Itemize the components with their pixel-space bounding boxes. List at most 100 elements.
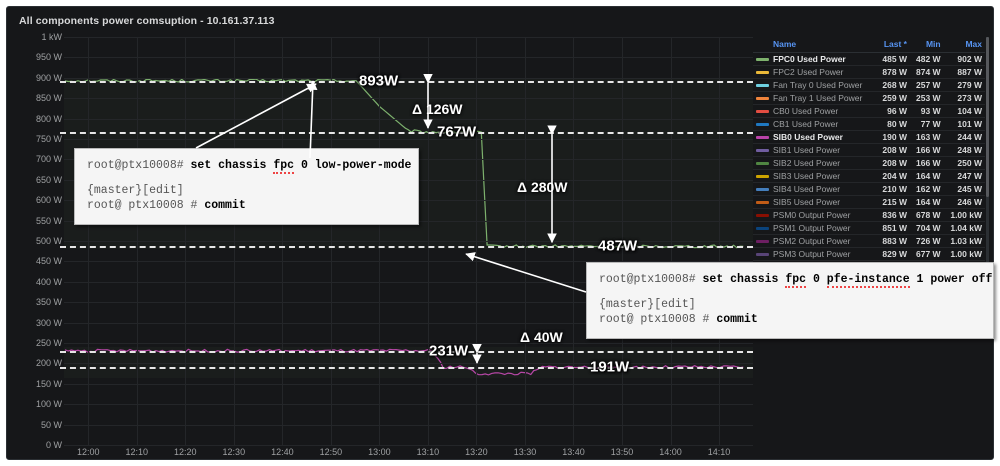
legend-header-min[interactable]: Min <box>910 37 944 53</box>
legend-series-name[interactable]: PSM0 Output Power <box>753 208 877 222</box>
legend-value-max: 248 W <box>943 143 985 157</box>
legend-value-min: 678 W <box>910 208 944 222</box>
panel-title: All components power comsuption - 10.161… <box>19 15 275 27</box>
legend-value-last: 883 W <box>876 234 910 248</box>
x-tick-label: 13:10 <box>416 447 440 457</box>
grid-line-horizontal <box>64 363 753 364</box>
legend-value-min: 166 W <box>910 143 944 157</box>
y-tick-label: 400 W <box>35 276 62 287</box>
legend-series-label: PSM2 Output Power <box>773 236 851 246</box>
legend-value-last: 836 W <box>876 208 910 222</box>
y-tick-label: 850 W <box>35 93 62 104</box>
legend-color-swatch-icon <box>756 136 769 139</box>
legend-header-name[interactable]: Name <box>753 37 877 53</box>
legend-header-max[interactable]: Max <box>943 37 985 53</box>
grid-line-horizontal <box>64 78 753 79</box>
legend-table: Name Last * Min Max FPC0 Used Power 485 W… <box>753 37 985 261</box>
legend-value-min: 93 W <box>910 104 944 118</box>
legend-series-label: FPC2 Used Power <box>773 67 844 77</box>
plot-area[interactable] <box>64 37 753 446</box>
y-tick-label: 650 W <box>35 174 62 185</box>
callout-commit-line: root@ ptx10008 # commit <box>87 199 246 212</box>
y-tick-label: 600 W <box>35 195 62 206</box>
legend-series-label: SIB3 Used Power <box>773 171 841 181</box>
legend-series-name[interactable]: Fan Tray 1 Used Power <box>753 91 877 105</box>
x-tick-label: 12:10 <box>125 447 149 457</box>
grid-line-horizontal <box>64 261 753 262</box>
legend-scrollbar[interactable] <box>986 37 989 262</box>
legend-series-name[interactable]: CB0 Used Power <box>753 104 877 118</box>
legend-value-last: 96 W <box>876 104 910 118</box>
grid-line-horizontal <box>64 384 753 385</box>
y-tick-label: 150 W <box>35 378 62 389</box>
legend-color-swatch-icon <box>756 175 769 178</box>
grid-line-vertical <box>379 37 380 445</box>
legend-series-name[interactable]: SIB3 Used Power <box>753 169 877 183</box>
y-tick-label: 750 W <box>35 134 62 144</box>
legend-color-swatch-icon <box>756 84 769 87</box>
legend-series-name[interactable]: FPC2 Used Power <box>753 65 877 79</box>
legend-series-label: FPC0 Used Power <box>773 54 846 64</box>
legend-color-swatch-icon <box>756 201 769 204</box>
legend-series-name[interactable]: PSM3 Output Power <box>753 247 877 261</box>
legend-series-name[interactable]: Fan Tray 0 Used Power <box>753 78 877 92</box>
legend[interactable]: Name Last * Min Max FPC0 Used Power 485 W… <box>753 37 989 262</box>
legend-value-last: 215 W <box>876 195 910 209</box>
legend-value-min: 166 W <box>910 156 944 170</box>
legend-series-label: PSM3 Output Power <box>773 249 851 259</box>
legend-series-name[interactable]: PSM1 Output Power <box>753 221 877 235</box>
grid-line-vertical <box>671 37 672 445</box>
x-tick-label: 12:40 <box>271 447 294 457</box>
grid-line-horizontal <box>64 98 753 99</box>
x-tick-label: 14:10 <box>707 447 731 457</box>
legend-series-name[interactable]: FPC0 Used Power <box>753 52 877 66</box>
grid-line-horizontal <box>64 445 753 446</box>
legend-series-name[interactable]: SIB0 Used Power <box>753 130 877 144</box>
legend-value-last: 485 W <box>876 52 910 66</box>
x-tick-label: 13:30 <box>513 447 537 457</box>
legend-header-last[interactable]: Last * <box>876 37 910 53</box>
legend-color-swatch-icon <box>756 227 769 230</box>
legend-series-name[interactable]: PSM2 Output Power <box>753 234 877 248</box>
callout-commit-line: root@ ptx10008 # commit <box>599 313 758 326</box>
y-tick-label: 350 W <box>35 297 62 308</box>
legend-series-name[interactable]: SIB1 Used Power <box>753 143 877 157</box>
legend-value-last: 259 W <box>876 91 910 105</box>
legend-series-label: SIB2 Used Power <box>773 158 841 168</box>
legend-series-name[interactable]: SIB5 Used Power <box>753 195 877 209</box>
grid-line-vertical <box>282 37 283 445</box>
legend-scrollbar-thumb[interactable] <box>986 37 989 197</box>
legend-series-name[interactable]: SIB2 Used Power <box>753 156 877 170</box>
callout-mode-line: {master}[edit] <box>87 183 184 197</box>
legend-color-swatch-icon <box>756 71 769 74</box>
legend-series-label: Fan Tray 0 Used Power <box>773 80 863 90</box>
legend-value-max: 273 W <box>943 91 985 105</box>
y-tick-label: 500 W <box>35 236 62 246</box>
legend-series-name[interactable]: CB1 Used Power <box>753 117 877 131</box>
x-tick-label: 13:00 <box>368 447 391 457</box>
annotation-delta-40w: Δ 40W <box>520 329 563 345</box>
grid-line-vertical <box>185 37 186 445</box>
legend-value-last: 204 W <box>876 169 910 183</box>
legend-color-swatch-icon <box>756 240 769 243</box>
callout-command-line: root@ptx10008# set chassis fpc 0 pfe-ins… <box>599 273 993 288</box>
legend-series-name[interactable]: SIB4 Used Power <box>753 182 877 196</box>
